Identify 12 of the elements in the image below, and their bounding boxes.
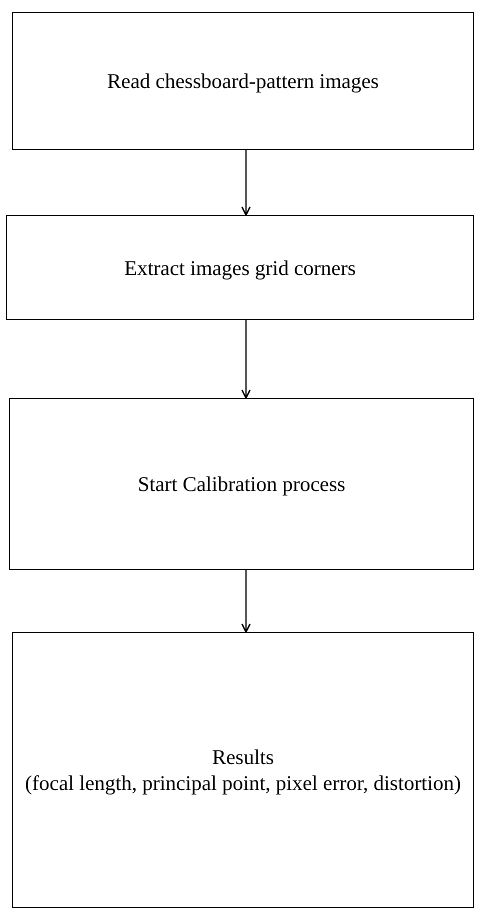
box-text: Extract images grid corners <box>124 254 356 280</box>
box-text: (focal length, principal point, pixel error, distortion) <box>25 770 461 796</box>
arrow <box>241 150 251 216</box>
arrow <box>241 320 251 399</box>
process-box <box>12 632 474 908</box>
process-box <box>9 398 474 570</box>
box-text: Start Calibration process <box>138 471 346 497</box>
process-box <box>6 215 474 320</box>
box-text: Results <box>212 744 274 770</box>
process-box <box>12 12 474 150</box>
box-text: Read chessboard-pattern images <box>107 68 379 94</box>
arrow <box>241 570 251 633</box>
